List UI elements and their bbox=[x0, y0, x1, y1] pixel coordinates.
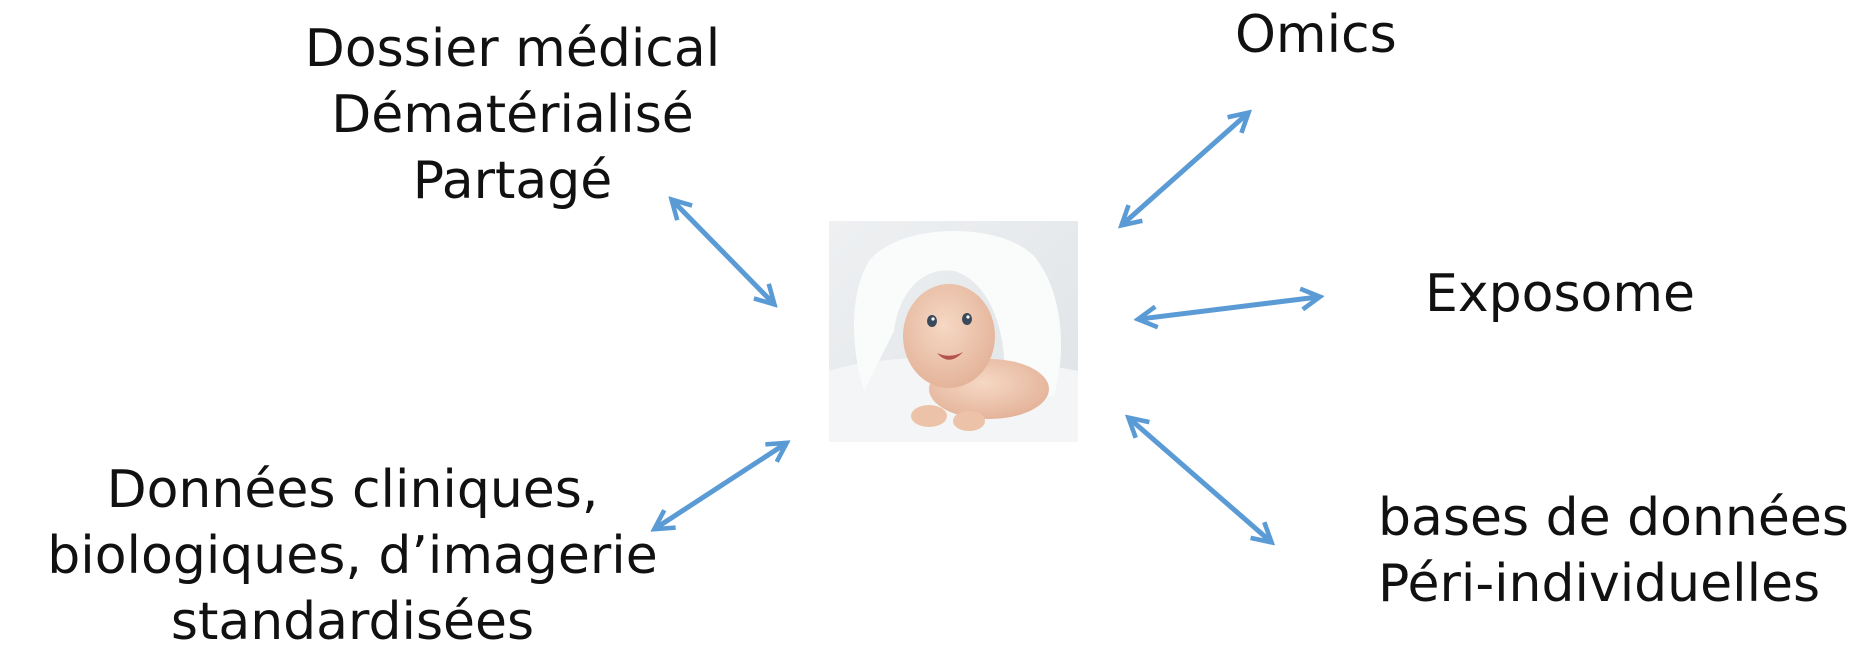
arrow-middle-right bbox=[1140, 297, 1318, 319]
node-top-left-line-2: Dématérialisé bbox=[331, 85, 694, 145]
node-top-left: Dossier médical Dématérialisé Partagé bbox=[250, 16, 775, 214]
node-bottom-left-line-1: Données cliniques, bbox=[106, 460, 599, 520]
node-bottom-left-line-3: standardisées bbox=[170, 592, 535, 652]
node-bottom-right-line-1: bases de données bbox=[1378, 488, 1849, 548]
node-top-right: Omics bbox=[1235, 2, 1397, 68]
arrow-bottom-left bbox=[656, 444, 785, 528]
node-middle-right: Exposome bbox=[1425, 261, 1695, 327]
node-bottom-right-line-2: Péri-individuelles bbox=[1378, 554, 1821, 614]
node-top-left-line-1: Dossier médical bbox=[304, 19, 721, 79]
baby-photo bbox=[829, 221, 1078, 442]
node-bottom-left: Données cliniques, biologiques, d’imager… bbox=[0, 457, 705, 655]
node-bottom-left-line-2: biologiques, d’imagerie bbox=[47, 526, 658, 586]
node-bottom-right: bases de données Péri-individuelles bbox=[1378, 485, 1849, 617]
arrow-top-left bbox=[673, 201, 773, 303]
node-top-right-line-1: Omics bbox=[1235, 5, 1397, 65]
node-middle-right-line-1: Exposome bbox=[1425, 264, 1696, 324]
arrow-top-right bbox=[1123, 114, 1247, 224]
node-top-left-line-3: Partagé bbox=[412, 151, 613, 211]
arrow-bottom-right bbox=[1130, 419, 1270, 541]
